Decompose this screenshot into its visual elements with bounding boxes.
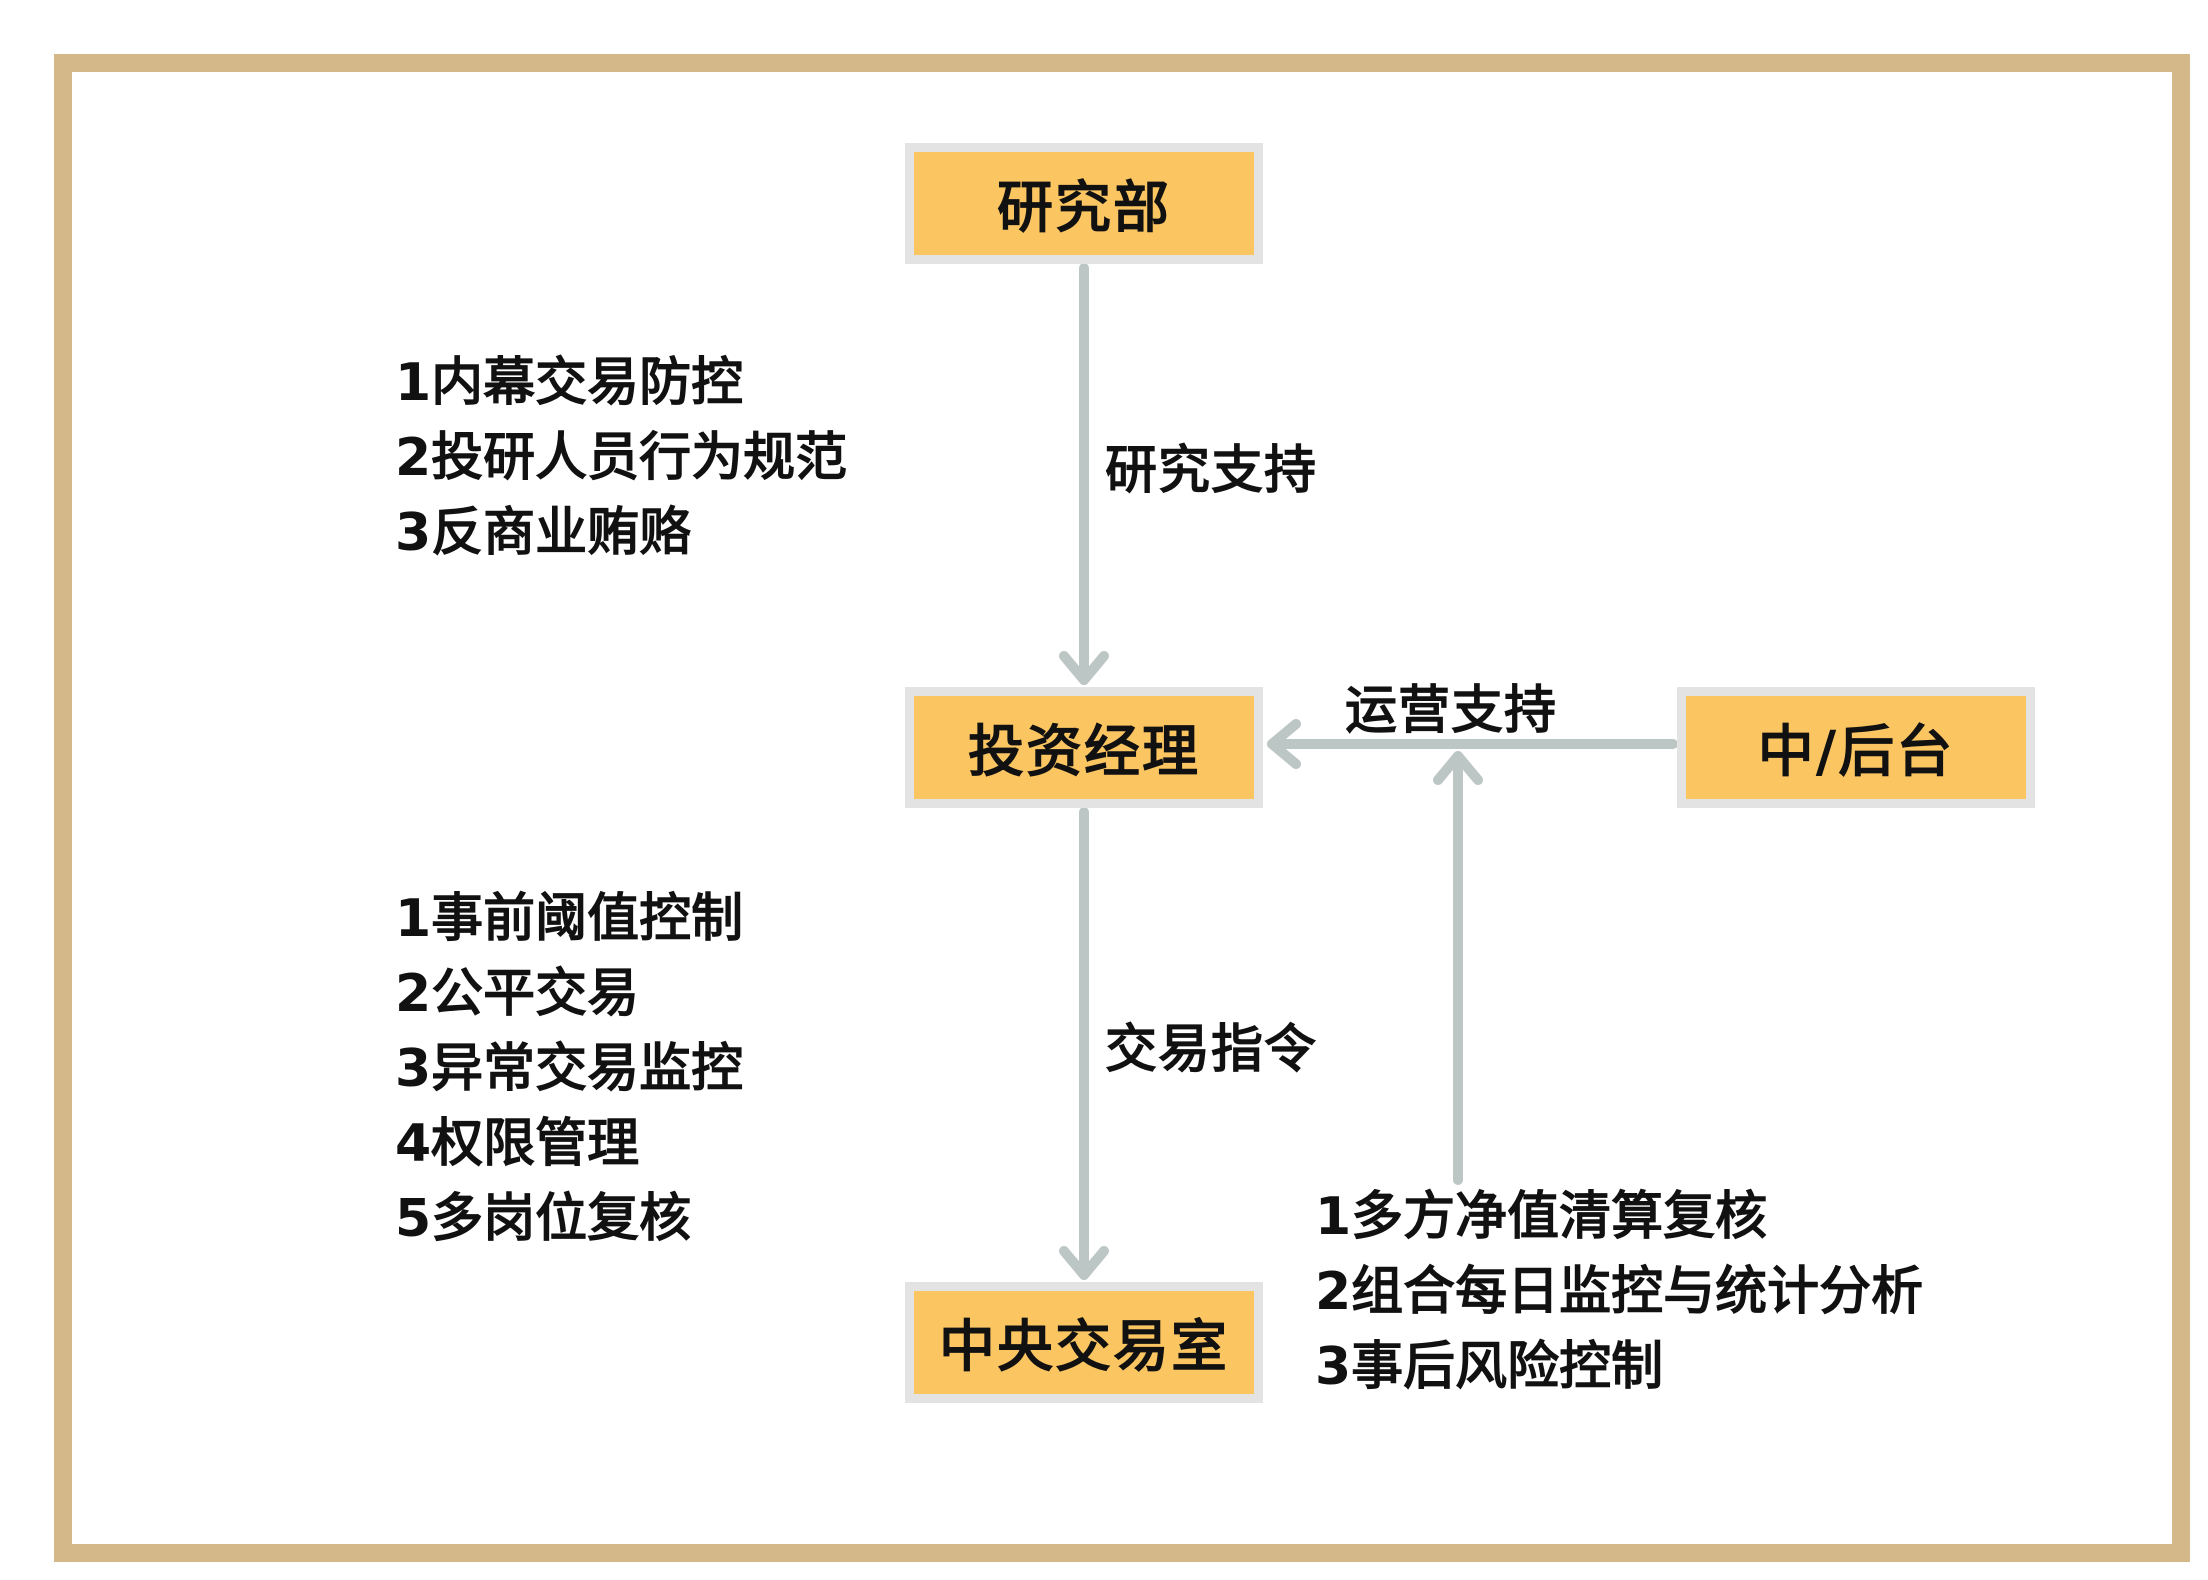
list-item: 1事前阈值控制 bbox=[395, 889, 744, 949]
list-item: 1多方净值清算复核 bbox=[1315, 1187, 1768, 1247]
list-item: 4权限管理 bbox=[395, 1114, 640, 1174]
node-research-dept: 研究部 bbox=[905, 143, 1263, 264]
node-mid-back-office: 中/后台 bbox=[1677, 687, 2035, 808]
list-research-controls: 1内幕交易防控 2投研人员行为规范 3反商业贿赂 bbox=[395, 346, 847, 571]
list-item: 5多岗位复核 bbox=[395, 1189, 692, 1249]
list-item: 1内幕交易防控 bbox=[395, 353, 744, 413]
edge-label-trade-order: 交易指令 bbox=[1105, 1020, 1318, 1080]
list-item: 3事后风险控制 bbox=[1315, 1337, 1664, 1397]
list-trading-controls: 1事前阈值控制 2公平交易 3异常交易监控 4权限管理 5多岗位复核 bbox=[395, 882, 743, 1257]
edge-label-ops-support: 运营支持 bbox=[1345, 681, 1558, 741]
list-item: 2投研人员行为规范 bbox=[395, 428, 848, 488]
node-portfolio-manager: 投资经理 bbox=[905, 687, 1263, 808]
node-central-trading-room: 中央交易室 bbox=[905, 1282, 1263, 1403]
list-item: 2公平交易 bbox=[395, 964, 640, 1024]
list-item: 3反商业贿赂 bbox=[395, 503, 692, 563]
list-midback-controls: 1多方净值清算复核 2组合每日监控与统计分析 3事后风险控制 bbox=[1315, 1180, 1923, 1405]
list-item: 3异常交易监控 bbox=[395, 1039, 744, 1099]
list-item: 2组合每日监控与统计分析 bbox=[1315, 1262, 1924, 1322]
edge-label-research-support: 研究支持 bbox=[1105, 441, 1318, 501]
